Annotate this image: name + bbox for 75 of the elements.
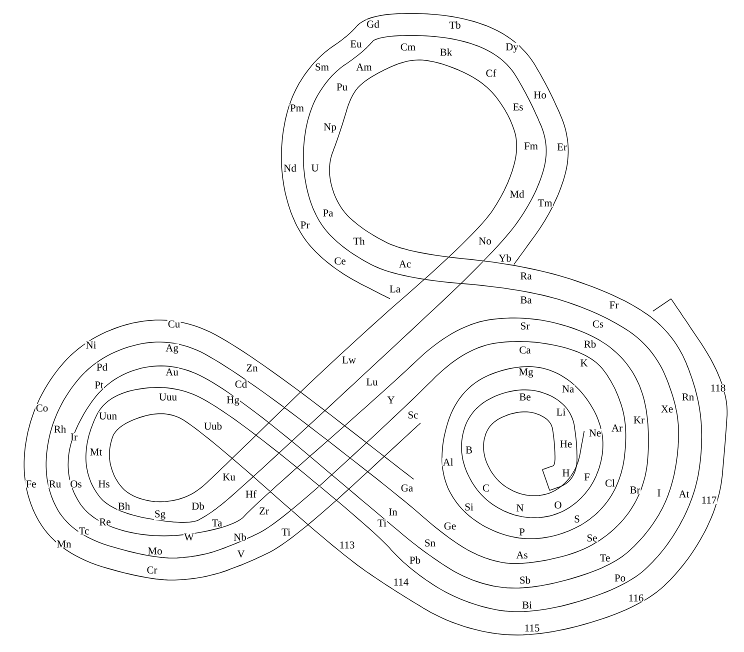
element-symbol: Nd bbox=[283, 164, 298, 172]
element-symbol: Pr bbox=[300, 220, 310, 230]
element-symbol: Cm bbox=[400, 42, 416, 52]
element-symbol: Mg bbox=[518, 368, 534, 378]
element-symbol: Rb bbox=[583, 340, 597, 348]
element-symbol: Te bbox=[599, 554, 611, 562]
element-symbol: Ca bbox=[518, 346, 532, 354]
element-symbol: O bbox=[554, 500, 562, 510]
element-symbol: Pb bbox=[408, 556, 422, 564]
element-symbol: Es bbox=[512, 102, 524, 112]
element-symbol: Ra bbox=[520, 272, 532, 280]
element-symbol: He bbox=[559, 440, 573, 448]
element-symbol: Md bbox=[509, 190, 525, 198]
element-symbol: F bbox=[583, 472, 591, 482]
element-symbol: Tb bbox=[448, 20, 462, 30]
element-symbol: In bbox=[388, 508, 398, 516]
element-symbol: Mt bbox=[89, 448, 103, 456]
element-symbol: Ti bbox=[280, 528, 292, 536]
element-symbol: Pu bbox=[336, 82, 348, 92]
element-symbol: Y bbox=[386, 396, 396, 404]
element-symbol: Hf bbox=[244, 490, 258, 498]
element-symbol: Uub bbox=[203, 422, 223, 430]
element-symbol: Np bbox=[323, 122, 338, 134]
element-symbol: Uuu bbox=[158, 392, 178, 402]
element-symbol: C bbox=[482, 484, 490, 492]
element-symbol: Db bbox=[191, 502, 206, 510]
element-symbol: 115 bbox=[524, 624, 540, 632]
element-symbol: U bbox=[310, 164, 320, 172]
element-symbol: V bbox=[236, 550, 246, 558]
element-symbol: At bbox=[678, 490, 690, 498]
element-symbol: K bbox=[580, 358, 588, 368]
element-symbol: Cf bbox=[485, 68, 497, 78]
element-symbol: S bbox=[573, 514, 581, 524]
element-symbol: Ba bbox=[520, 296, 532, 304]
element-symbol: Ce bbox=[334, 256, 346, 266]
element-symbol: Ku bbox=[222, 472, 236, 482]
element-symbol: Bi bbox=[521, 600, 533, 610]
element-symbol: Eu bbox=[350, 40, 362, 48]
element-symbol: 114 bbox=[392, 578, 410, 586]
element-symbol: La bbox=[388, 284, 402, 294]
element-symbol: Bk bbox=[439, 48, 453, 56]
element-symbol: P bbox=[518, 528, 526, 536]
element-symbol: Sn bbox=[424, 538, 436, 548]
element-symbol: Ge bbox=[443, 522, 457, 530]
element-symbol: Ar bbox=[610, 424, 624, 432]
element-symbol: Zr bbox=[258, 506, 270, 516]
element-symbol: Be bbox=[518, 392, 532, 402]
element-symbol: Fm bbox=[523, 142, 539, 150]
element-symbol: Hs bbox=[98, 480, 110, 488]
element-symbol: Cs bbox=[592, 320, 604, 328]
element-symbol: Xe bbox=[660, 404, 674, 414]
element-symbol: As bbox=[516, 550, 528, 560]
element-symbol: Lu bbox=[366, 378, 378, 386]
element-symbol: Th bbox=[352, 236, 366, 246]
element-symbol: Pa bbox=[322, 208, 334, 218]
element-symbol: Sb bbox=[518, 576, 532, 584]
element-symbol: Rh bbox=[53, 424, 67, 434]
element-symbol: 113 bbox=[338, 540, 356, 550]
element-symbol: Cr bbox=[146, 566, 158, 574]
element-symbol: Am bbox=[356, 62, 372, 72]
element-symbol: Ac bbox=[398, 260, 412, 268]
element-symbol: Ga bbox=[400, 484, 414, 492]
element-symbol: N bbox=[516, 504, 524, 512]
element-symbol: Zn bbox=[246, 364, 258, 372]
element-symbol: Yb bbox=[498, 254, 512, 262]
element-symbol: Sc bbox=[407, 410, 419, 420]
element-symbol: Kr bbox=[632, 416, 646, 424]
element-symbol: Fr bbox=[608, 300, 620, 310]
element-symbol: No bbox=[478, 236, 492, 246]
element-symbol: Rn bbox=[681, 392, 695, 402]
element-symbol: B bbox=[464, 446, 474, 454]
element-symbol: I bbox=[656, 488, 662, 498]
element-symbol: Sr bbox=[520, 322, 530, 330]
element-symbol: Ho bbox=[533, 90, 548, 100]
element-symbol: Lw bbox=[341, 356, 357, 364]
